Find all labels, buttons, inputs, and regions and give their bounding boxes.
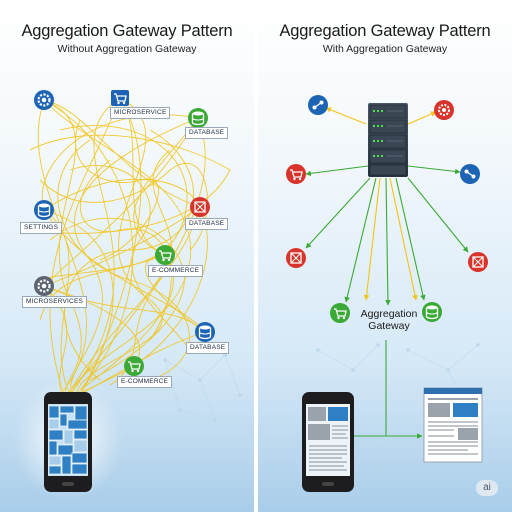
database-icon-green-gateway [422, 302, 442, 322]
browser-window-icon [423, 387, 483, 463]
label-ecommerce: E-COMMERCE [148, 265, 204, 277]
left-graphics [13, 90, 242, 500]
cart-icon-blue [111, 90, 129, 106]
right-graphics [286, 95, 488, 492]
background-network [163, 353, 242, 422]
network-icon-blue-left [308, 95, 328, 115]
database-icon-blue [34, 200, 54, 220]
right-subtitle: With Aggregation Gateway [322, 43, 448, 55]
gateway-label-line2: Gateway [368, 320, 410, 332]
tangled-connections [29, 97, 231, 396]
label-ecommerce-low: E-COMMERCE [117, 376, 173, 388]
database-icon-blue-low [195, 322, 215, 342]
database-icon-red [190, 197, 210, 217]
left-subtitle: Without Aggregation Gateway [57, 43, 197, 55]
label-settings: SETTINGS [20, 222, 63, 234]
cart-icon-green [155, 245, 175, 265]
label-microservice-top: MICROSERVICE [110, 107, 171, 119]
box-icon-red-right [468, 252, 488, 272]
gateway-label-line1: Aggregation [360, 308, 418, 320]
left-title: Aggregation Gateway Pattern [21, 22, 233, 40]
label-microservices: MICROSERVICES [22, 296, 88, 308]
right-title: Aggregation Gateway Pattern [279, 22, 491, 40]
panel-divider [254, 0, 258, 512]
green-arrows [305, 165, 469, 439]
label-database-mid: DATABASE [185, 218, 229, 230]
cart-icon-red [286, 164, 306, 184]
smartphone-clean [302, 392, 354, 492]
gear-icon-red [434, 100, 454, 120]
cart-icon-green-low [124, 356, 144, 376]
microservices-gear-icon [34, 276, 54, 296]
left-panel: Aggregation Gateway Pattern Without Aggr… [0, 0, 254, 512]
label-database-top: DATABASE [185, 127, 229, 139]
database-icon-green-top [188, 108, 208, 128]
cart-icon-green-gateway [330, 303, 350, 323]
gear-icon [34, 90, 54, 110]
label-database-low: DATABASE [186, 342, 230, 354]
box-icon-red-left [286, 248, 306, 268]
yellow-arrows [325, 107, 437, 301]
right-panel: Aggregation Gateway Pattern With Aggrega… [258, 0, 512, 512]
server-rack-icon [368, 103, 408, 177]
smartphone-fragmented [13, 380, 123, 500]
network-icon-blue-right [460, 164, 480, 184]
ai-badge: ai [476, 480, 498, 496]
